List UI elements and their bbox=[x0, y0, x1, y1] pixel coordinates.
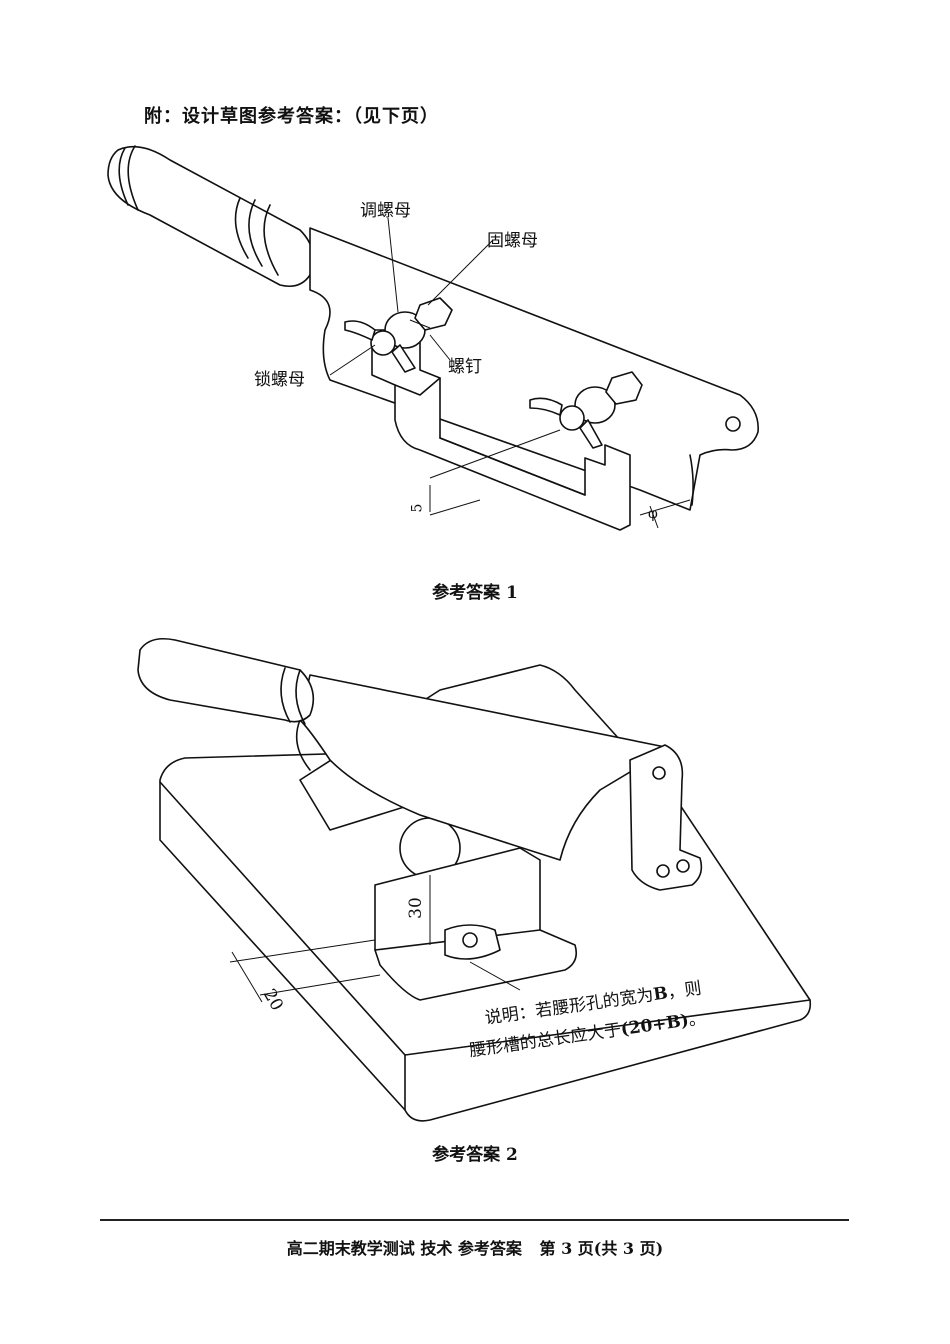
figure-1-caption: 参考答案 1 bbox=[432, 583, 518, 603]
dim-30: 30 bbox=[405, 897, 426, 919]
footer-page-number: 第 3 页(共 3 页) bbox=[539, 1239, 664, 1258]
knife-handle-2 bbox=[137, 637, 315, 725]
footer-title: 高二期末教学测试 技术 参考答案 bbox=[286, 1239, 522, 1258]
guide-plate-2 bbox=[374, 847, 578, 1001]
hinge-bracket bbox=[629, 744, 703, 891]
dim-phi: φ bbox=[648, 506, 658, 522]
note-min-length: (20+B) bbox=[619, 1010, 691, 1040]
note-line1-suffix: ，则 bbox=[666, 978, 703, 1004]
page-footer: 高二期末教学测试 技术 参考答案 第 3 页(共 3 页) bbox=[0, 1235, 950, 1259]
footer-divider bbox=[100, 1219, 849, 1221]
nut-assembly-left bbox=[344, 297, 453, 373]
label-fixed-nut: 固螺母 bbox=[487, 231, 538, 251]
figure-2-caption: 参考答案 2 bbox=[432, 1145, 518, 1165]
guide-frame-1 bbox=[371, 329, 631, 531]
nut-assembly-right bbox=[529, 371, 643, 449]
blade-1 bbox=[309, 227, 759, 511]
label-wing-nut: 锁螺母 bbox=[254, 370, 305, 390]
note-line2-suffix: 。 bbox=[687, 1008, 707, 1031]
blade-2 bbox=[295, 674, 671, 861]
page-heading: 附：设计草图参考答案：（见下页） bbox=[144, 106, 439, 127]
knife-handle-1 bbox=[107, 145, 315, 288]
label-screw: 螺钉 bbox=[448, 357, 482, 377]
label-adjust-nut: 调螺母 bbox=[360, 201, 411, 221]
